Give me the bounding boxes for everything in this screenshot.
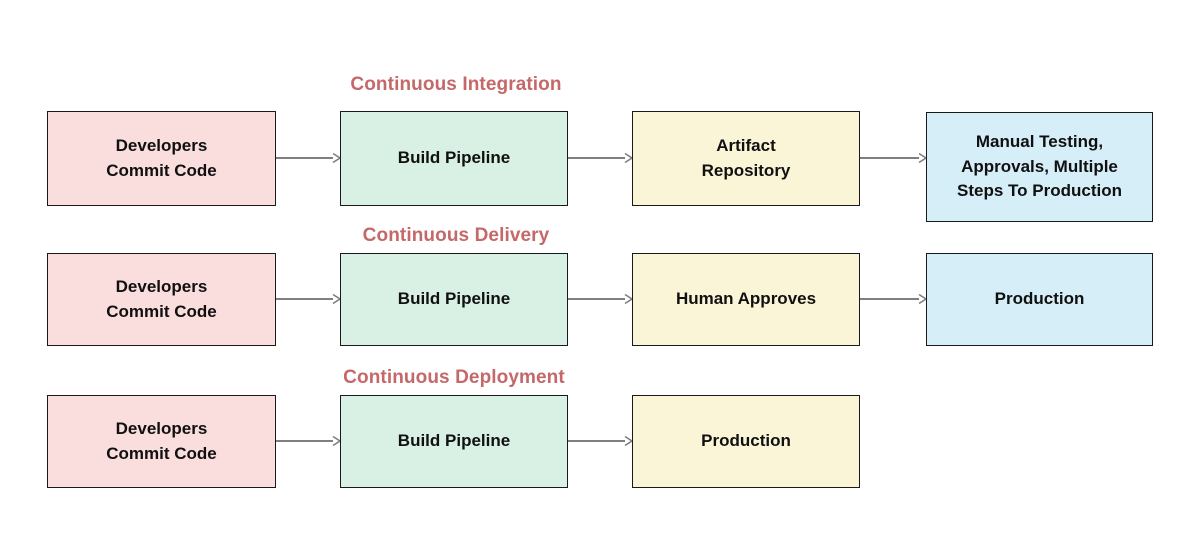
row-title-continuous-delivery: Continuous Delivery [362,225,550,246]
row-title-continuous-integration: Continuous Integration [350,74,562,95]
node-label-line: Build Pipeline [397,289,511,309]
node-label: Production [935,287,1144,312]
node-label: Artifact Repository [641,134,851,183]
node-label: Developers Commit Code [56,134,267,183]
node-developers-commit-code-cd[interactable]: Developers Commit Code [47,253,276,346]
arrow-cdep-1 [276,435,342,447]
arrow-ci-3 [860,152,928,164]
node-label: Manual Testing, Approvals, Multiple Step… [935,130,1144,204]
node-production-cd[interactable]: Production [926,253,1153,346]
node-label: Production [641,429,851,454]
node-label-line: Commit Code [106,160,217,180]
node-developers-commit-code-ci[interactable]: Developers Commit Code [47,111,276,206]
node-label: Build Pipeline [349,146,559,171]
arrow-cd-3 [860,293,928,305]
node-developers-commit-code-cdep[interactable]: Developers Commit Code [47,395,276,488]
node-label-line: Artifact [716,135,776,155]
node-label: Developers Commit Code [56,417,267,466]
node-label-line: Developers [115,135,208,155]
arrow-ci-1 [276,152,342,164]
node-label-line: Approvals, Multiple [961,156,1118,176]
node-build-pipeline-cd[interactable]: Build Pipeline [340,253,568,346]
node-label-line: Production [701,431,791,451]
node-label-line: Build Pipeline [397,431,511,451]
arrow-cd-2 [568,293,634,305]
node-label-line: Commit Code [106,443,217,463]
node-label: Human Approves [641,287,851,312]
node-human-approves-cd[interactable]: Human Approves [632,253,860,346]
arrow-ci-2 [568,152,634,164]
node-label-line: Developers [115,418,208,438]
node-production-cdep[interactable]: Production [632,395,860,488]
node-label: Developers Commit Code [56,275,267,324]
arrow-cd-1 [276,293,342,305]
node-manual-testing-approvals-ci[interactable]: Manual Testing, Approvals, Multiple Step… [926,112,1153,222]
node-label-line: Build Pipeline [397,148,511,168]
node-label-line: Steps To Production [957,181,1122,201]
node-artifact-repository-ci[interactable]: Artifact Repository [632,111,860,206]
node-label-line: Commit Code [106,301,217,321]
node-label-line: Production [994,289,1085,309]
node-build-pipeline-cdep[interactable]: Build Pipeline [340,395,568,488]
node-label-line: Developers [115,276,208,296]
row-title-continuous-deployment: Continuous Deployment [343,367,565,388]
arrow-cdep-2 [568,435,634,447]
node-label-line: Manual Testing, [975,132,1104,152]
node-build-pipeline-ci[interactable]: Build Pipeline [340,111,568,206]
node-label-line: Repository [701,160,791,180]
node-label: Build Pipeline [349,287,559,312]
node-label-line: Human Approves [675,289,817,309]
node-label: Build Pipeline [349,429,559,454]
